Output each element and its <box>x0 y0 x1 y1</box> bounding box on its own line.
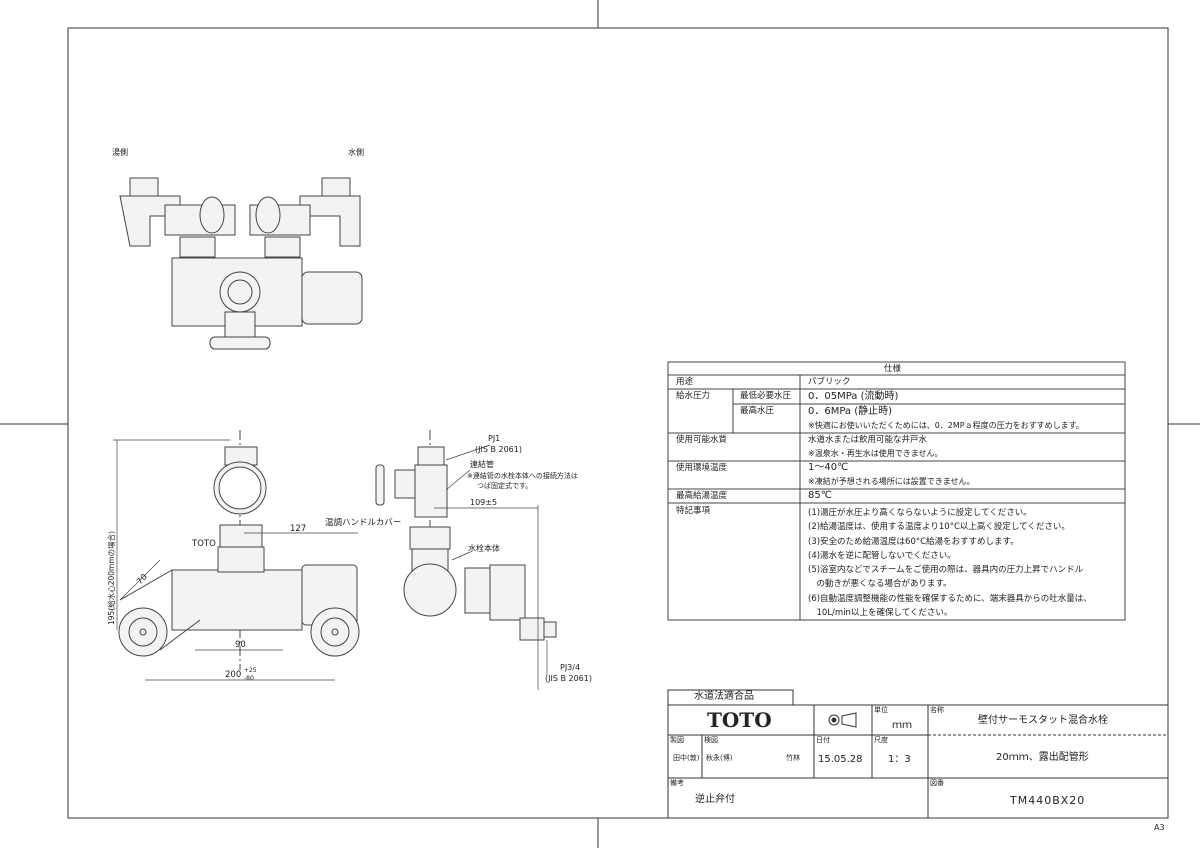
spec-sub-min-pressure: 最低必要水圧 <box>740 391 792 401</box>
remarks-value: 逆止弁付 <box>695 794 735 805</box>
label-connector-note1: ※連結管の水栓本体への接続方法は <box>467 471 578 480</box>
title-block-grid <box>667 689 1168 818</box>
spec-value-water: 水道水または飲用可能な井戸水 <box>808 435 928 445</box>
dim-70: 70 <box>135 572 150 587</box>
dim-195: 195(給水心200mmの場合) <box>106 531 116 625</box>
dim-90: 90 <box>235 640 246 650</box>
spec-sub-max-pressure: 最高水圧 <box>740 406 775 416</box>
front-view: 127 温調ハンドルカバー TOTO 90 200 +25 -80 70 195… <box>106 430 401 682</box>
drawing-number: TM440BX20 <box>1010 794 1086 807</box>
label-jis1: (JIS B 2061) <box>475 445 522 454</box>
dim-127: 127 <box>290 524 306 534</box>
checked-label: 検図 <box>704 736 718 744</box>
spec-value-use: パブリック <box>808 377 851 387</box>
spec-note: (2)給湯温度は、使用する温度より10°C以上高く設定してください。 <box>808 522 1070 533</box>
spec-note-water: ※温泉水・再生水は使用できません。 <box>808 449 943 458</box>
spec-notes-list: (1)湯圧が水圧より高くならないように設定してください。 (2)給湯温度は、使用… <box>808 506 1092 620</box>
dim-109: 109±5 <box>470 498 497 507</box>
scale-value: 1：3 <box>888 754 911 765</box>
spec-note: (4)湯水を逆に配管しないでください。 <box>808 550 956 561</box>
spec-label-use: 用途 <box>676 377 694 387</box>
spec-label-notes: 特記事項 <box>676 506 711 516</box>
compliance-label: 水道法適合品 <box>694 691 754 702</box>
product-subtitle: 20ｍｍ、露出配管形 <box>996 752 1089 763</box>
dim-200-tol-minus: -80 <box>244 675 254 682</box>
label-pj1: PJ1 <box>488 434 500 443</box>
label-hot-side: 湯側 <box>112 147 128 157</box>
spec-note-env-temp: ※凍結が予想される場所には設置できません。 <box>808 477 975 486</box>
unit-label: 単位 <box>874 706 888 714</box>
spec-note: 10L/min以上を確保してください。 <box>808 608 953 619</box>
spec-note: (1)湯圧が水圧より高くならないように設定してください。 <box>808 508 1032 518</box>
product-name: 壁付サーモスタット混合水栓 <box>978 715 1108 726</box>
spec-note-pressure: ※快適にお使いいただくためには、0．2MPａ程度の圧力をおすすめします。 <box>808 421 1084 430</box>
remarks-label: 備考 <box>670 779 684 787</box>
scale-label: 尺度 <box>874 736 888 744</box>
spec-value-max-pressure: 0．6MPa (静止時) <box>808 406 893 417</box>
spec-label-max-hot: 最高給湯温度 <box>676 491 728 501</box>
label-jis2: (JIS B 2061) <box>545 674 592 683</box>
spec-value-max-hot: 85℃ <box>808 490 832 501</box>
spec-label-water: 使用可能水質 <box>676 435 728 445</box>
label-handle-cover: 温調ハンドルカバー <box>325 517 401 528</box>
spec-value-min-pressure: 0．05MPa (流動時) <box>808 391 899 402</box>
spec-label-pressure: 給水圧力 <box>676 391 711 401</box>
toto-logo: TOTO <box>707 708 772 732</box>
spec-label-env-temp: 使用環境温度 <box>676 463 728 473</box>
drawing-number-label: 図番 <box>930 779 944 787</box>
date-value: 15.05.28 <box>818 754 863 765</box>
spec-note: (5)浴室内などでスチームをご使用の際は、器具内の圧力上昇でハンドル <box>808 565 1084 576</box>
side-view: PJ1 (JIS B 2061) 連結管 ※連結管の水栓本体への接続方法は つば… <box>375 430 592 690</box>
dim-200-tol-plus: +25 <box>244 667 257 674</box>
label-connector-note2: つば固定式です。 <box>477 481 532 490</box>
drawn-by: 田中(敦) <box>673 754 700 762</box>
spec-note: (6)自動温度調整機能の性能を確保するために、端末器具からの吐水量は、 <box>808 593 1092 604</box>
spec-value-env-temp: 1～40℃ <box>808 462 849 473</box>
checked-by: 秋永(博) <box>706 754 733 762</box>
drawing-frame <box>67 27 1169 819</box>
label-body: 水栓本体 <box>468 543 500 553</box>
spec-note: の動きが悪くなる場合があります。 <box>808 579 952 590</box>
unit-value: ｍｍ <box>892 720 912 731</box>
label-cold-side: 水側 <box>348 147 364 157</box>
label-connector: 連結管 <box>470 459 494 469</box>
label-pj34: PJ3/4 <box>560 663 580 672</box>
spec-note: (3)安全のため給湯温度は60°C給湯をおすすめします。 <box>808 536 1019 547</box>
spec-table-grid <box>667 361 1126 621</box>
date-label: 日付 <box>816 736 830 744</box>
spec-title: 仕様 <box>884 364 902 374</box>
name-label: 名称 <box>930 706 944 714</box>
dim-200: 200 <box>225 670 241 680</box>
projection-symbol-icon <box>828 712 857 728</box>
approved-by: 竹林 <box>786 754 800 762</box>
label-toto-mark: TOTO <box>191 539 216 549</box>
sheet-size: A3 <box>1154 823 1165 832</box>
drawn-label: 製図 <box>670 736 684 744</box>
top-view: 湯側 水側 <box>112 147 364 350</box>
